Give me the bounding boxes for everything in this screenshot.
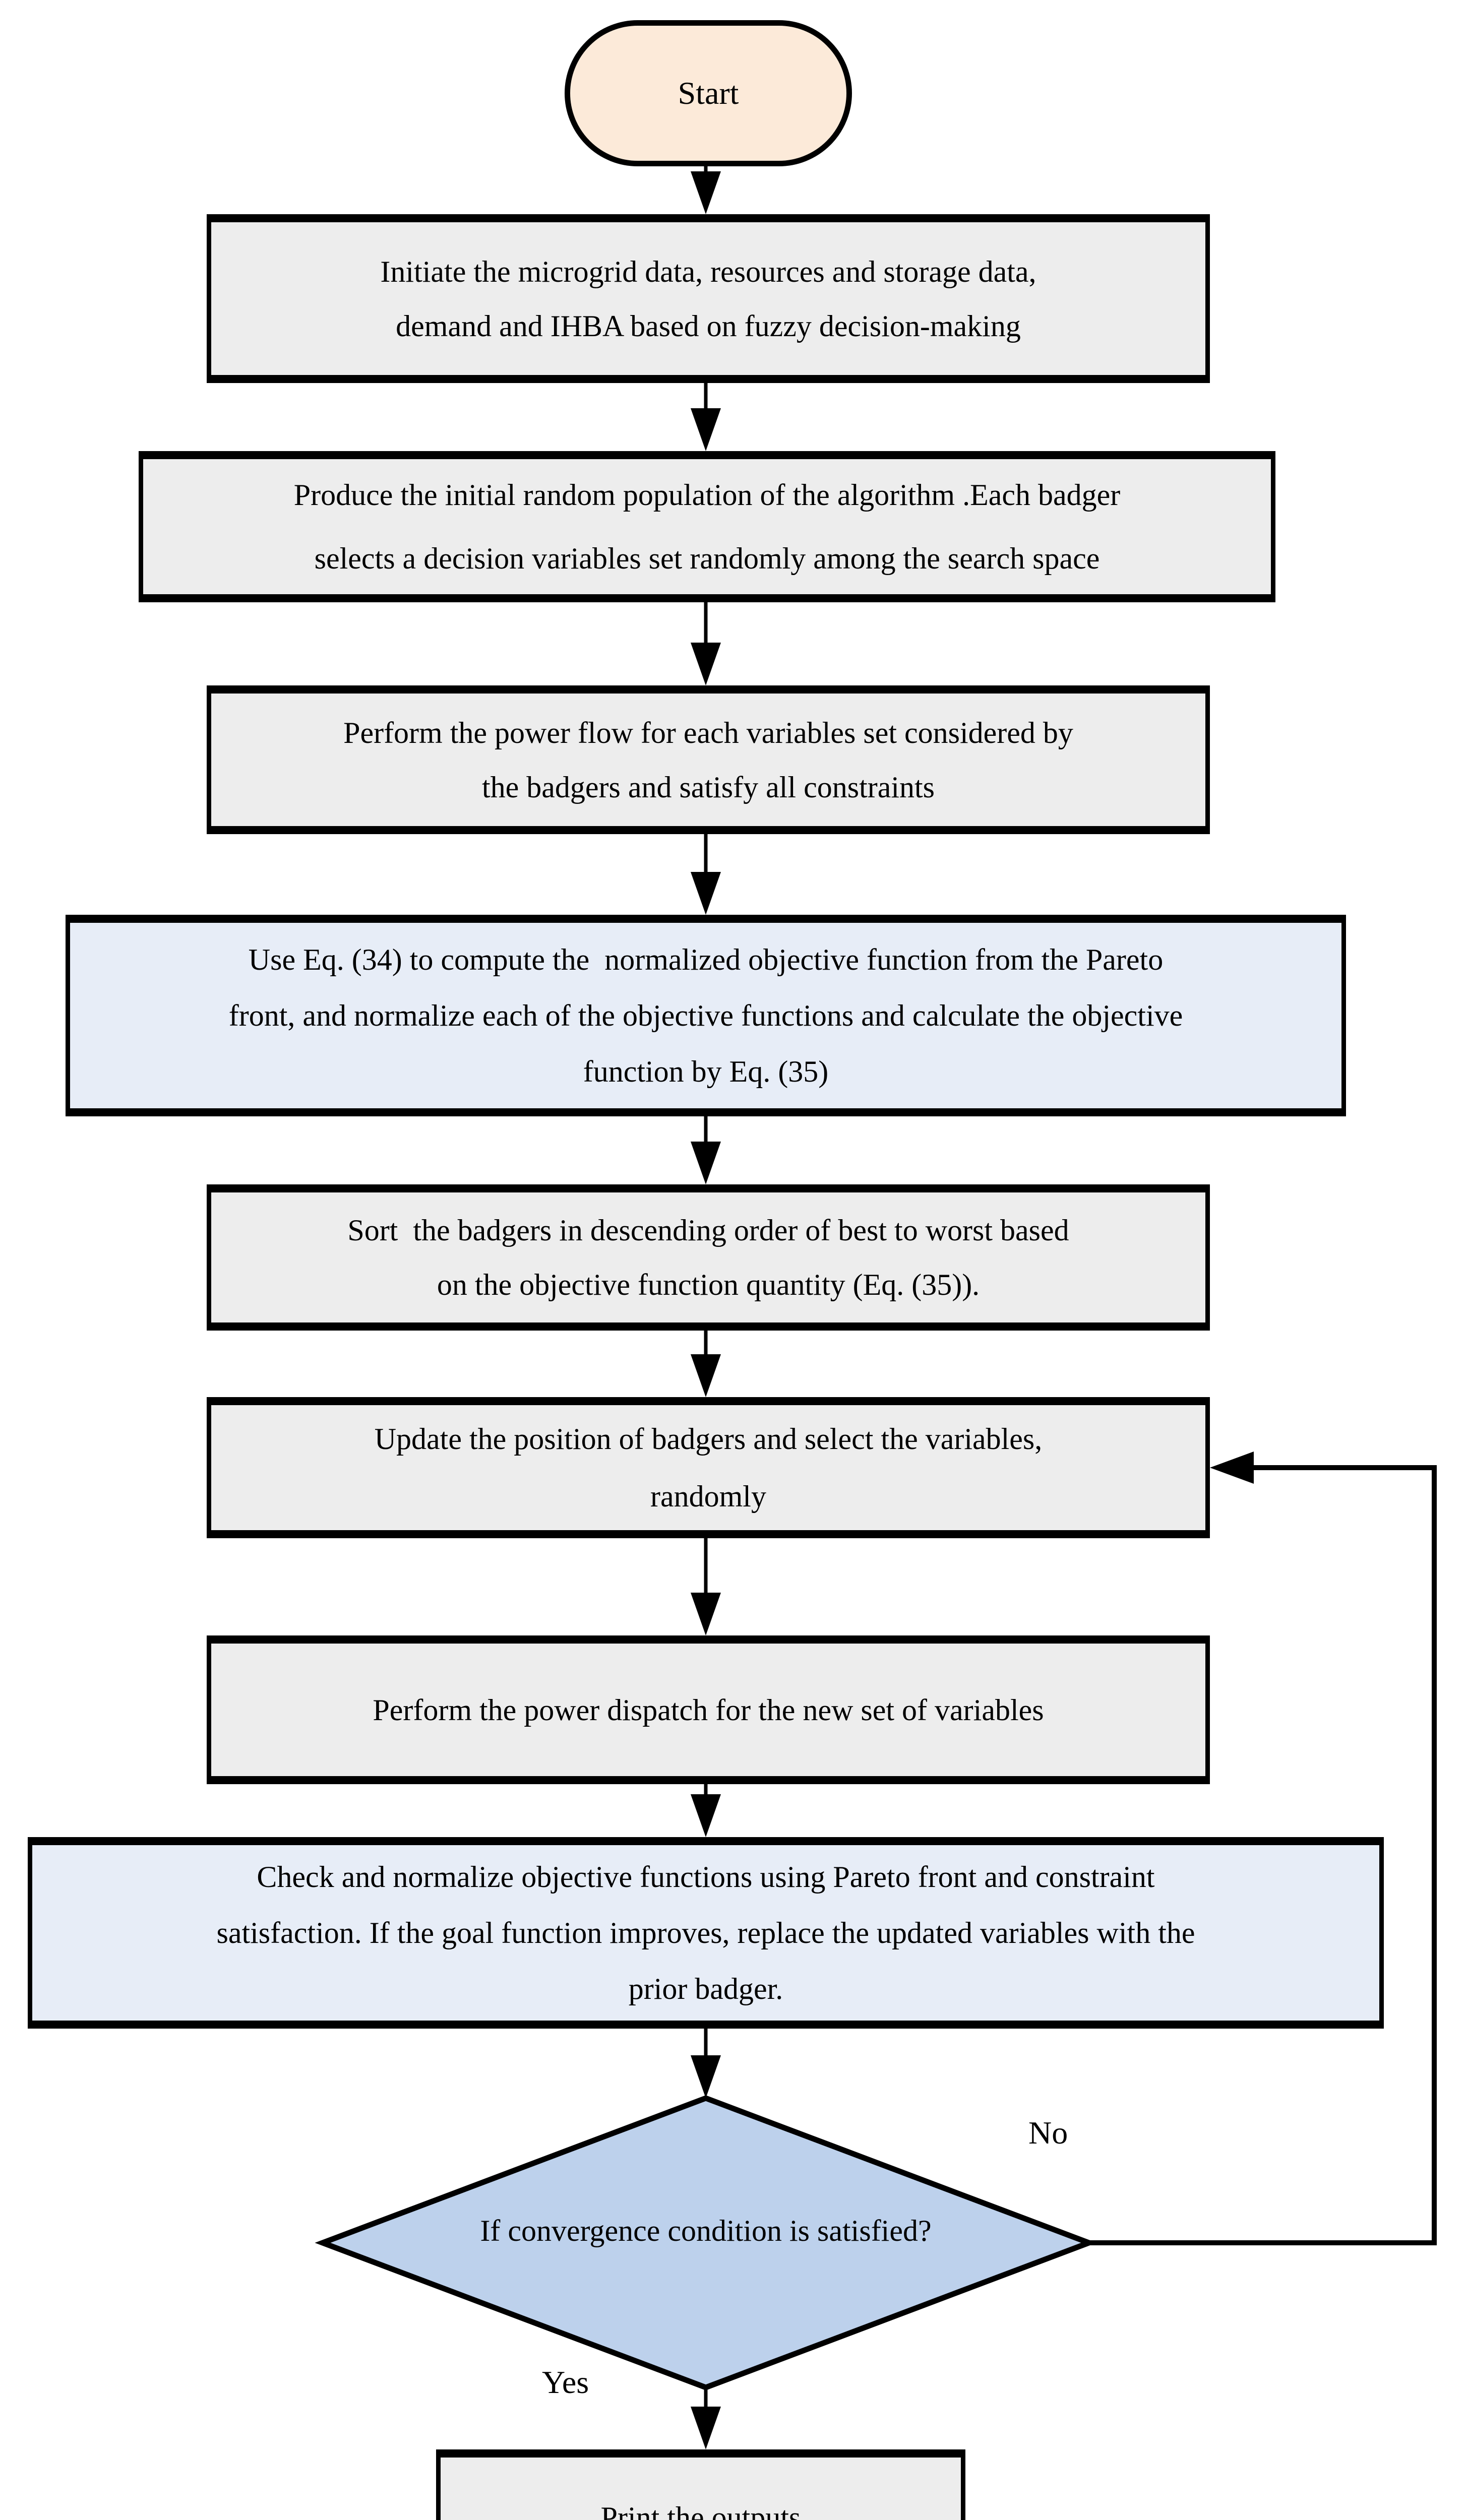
edge-powerflow-normalize bbox=[691, 834, 721, 915]
node-check: Check and normalize objective functions … bbox=[28, 1837, 1384, 2029]
edge-decision-print-yes bbox=[691, 2387, 721, 2449]
node-produce-line1: Produce the initial random population of… bbox=[293, 478, 1121, 512]
edge-sort-update bbox=[691, 1331, 721, 1397]
node-check-line2: satisfaction. If the goal function impro… bbox=[216, 1916, 1195, 1949]
edge-label-no: No bbox=[1028, 2115, 1068, 2151]
node-sort-line2: on the objective function quantity (Eq. … bbox=[437, 1268, 980, 1301]
node-produce: Produce the initial random population of… bbox=[139, 451, 1275, 602]
edge-check-decision bbox=[691, 2029, 721, 2098]
node-normalize-line2: front, and normalize each of the objecti… bbox=[228, 998, 1183, 1032]
edge-start-initiate bbox=[691, 166, 721, 214]
node-sort-line1: Sort the badgers in descending order of … bbox=[347, 1214, 1069, 1247]
node-normalize-line1: Use Eq. (34) to compute the normalized o… bbox=[248, 942, 1164, 976]
node-produce-line2: selects a decision variables set randoml… bbox=[314, 542, 1100, 575]
node-normalize-line3: function by Eq. (35) bbox=[583, 1054, 829, 1088]
node-initiate: Initiate the microgrid data, resources a… bbox=[207, 214, 1210, 383]
node-power-flow-line2: the badgers and satisfy all constraints bbox=[481, 770, 935, 804]
edge-dispatch-check bbox=[691, 1784, 721, 1837]
edge-initiate-produce bbox=[691, 383, 721, 451]
node-check-line3: prior badger. bbox=[628, 1972, 783, 2005]
edge-normalize-sort bbox=[691, 1116, 721, 1184]
node-update-line2: randomly bbox=[650, 1480, 766, 1513]
edge-label-yes: Yes bbox=[542, 2364, 589, 2400]
node-dispatch: Perform the power dispatch for the new s… bbox=[207, 1635, 1210, 1784]
node-check-line1: Check and normalize objective functions … bbox=[257, 1860, 1155, 1894]
node-sort: Sort the badgers in descending order of … bbox=[207, 1184, 1210, 1331]
node-power-flow: Perform the power flow for each variable… bbox=[207, 685, 1210, 834]
edge-decision-update-no bbox=[1089, 1452, 1437, 2245]
node-start-label: Start bbox=[678, 75, 739, 111]
node-initiate-line2: demand and IHBA based on fuzzy decision-… bbox=[396, 309, 1021, 343]
edge-produce-powerflow bbox=[691, 602, 721, 685]
node-initiate-line1: Initiate the microgrid data, resources a… bbox=[380, 255, 1036, 288]
node-update: Update the position of badgers and selec… bbox=[207, 1397, 1210, 1538]
node-update-line1: Update the position of badgers and selec… bbox=[374, 1422, 1043, 1456]
node-normalize: Use Eq. (34) to compute the normalized o… bbox=[66, 915, 1346, 1116]
node-power-flow-line1: Perform the power flow for each variable… bbox=[343, 716, 1073, 749]
node-print-line1: Print the outputs bbox=[600, 2501, 801, 2520]
node-dispatch-line1: Perform the power dispatch for the new s… bbox=[373, 1693, 1044, 1727]
node-decision-label: If convergence condition is satisfied? bbox=[480, 2214, 932, 2247]
node-start: Start bbox=[565, 20, 852, 166]
node-print: Print the outputs bbox=[436, 2449, 965, 2520]
edge-update-dispatch bbox=[691, 1538, 721, 1635]
